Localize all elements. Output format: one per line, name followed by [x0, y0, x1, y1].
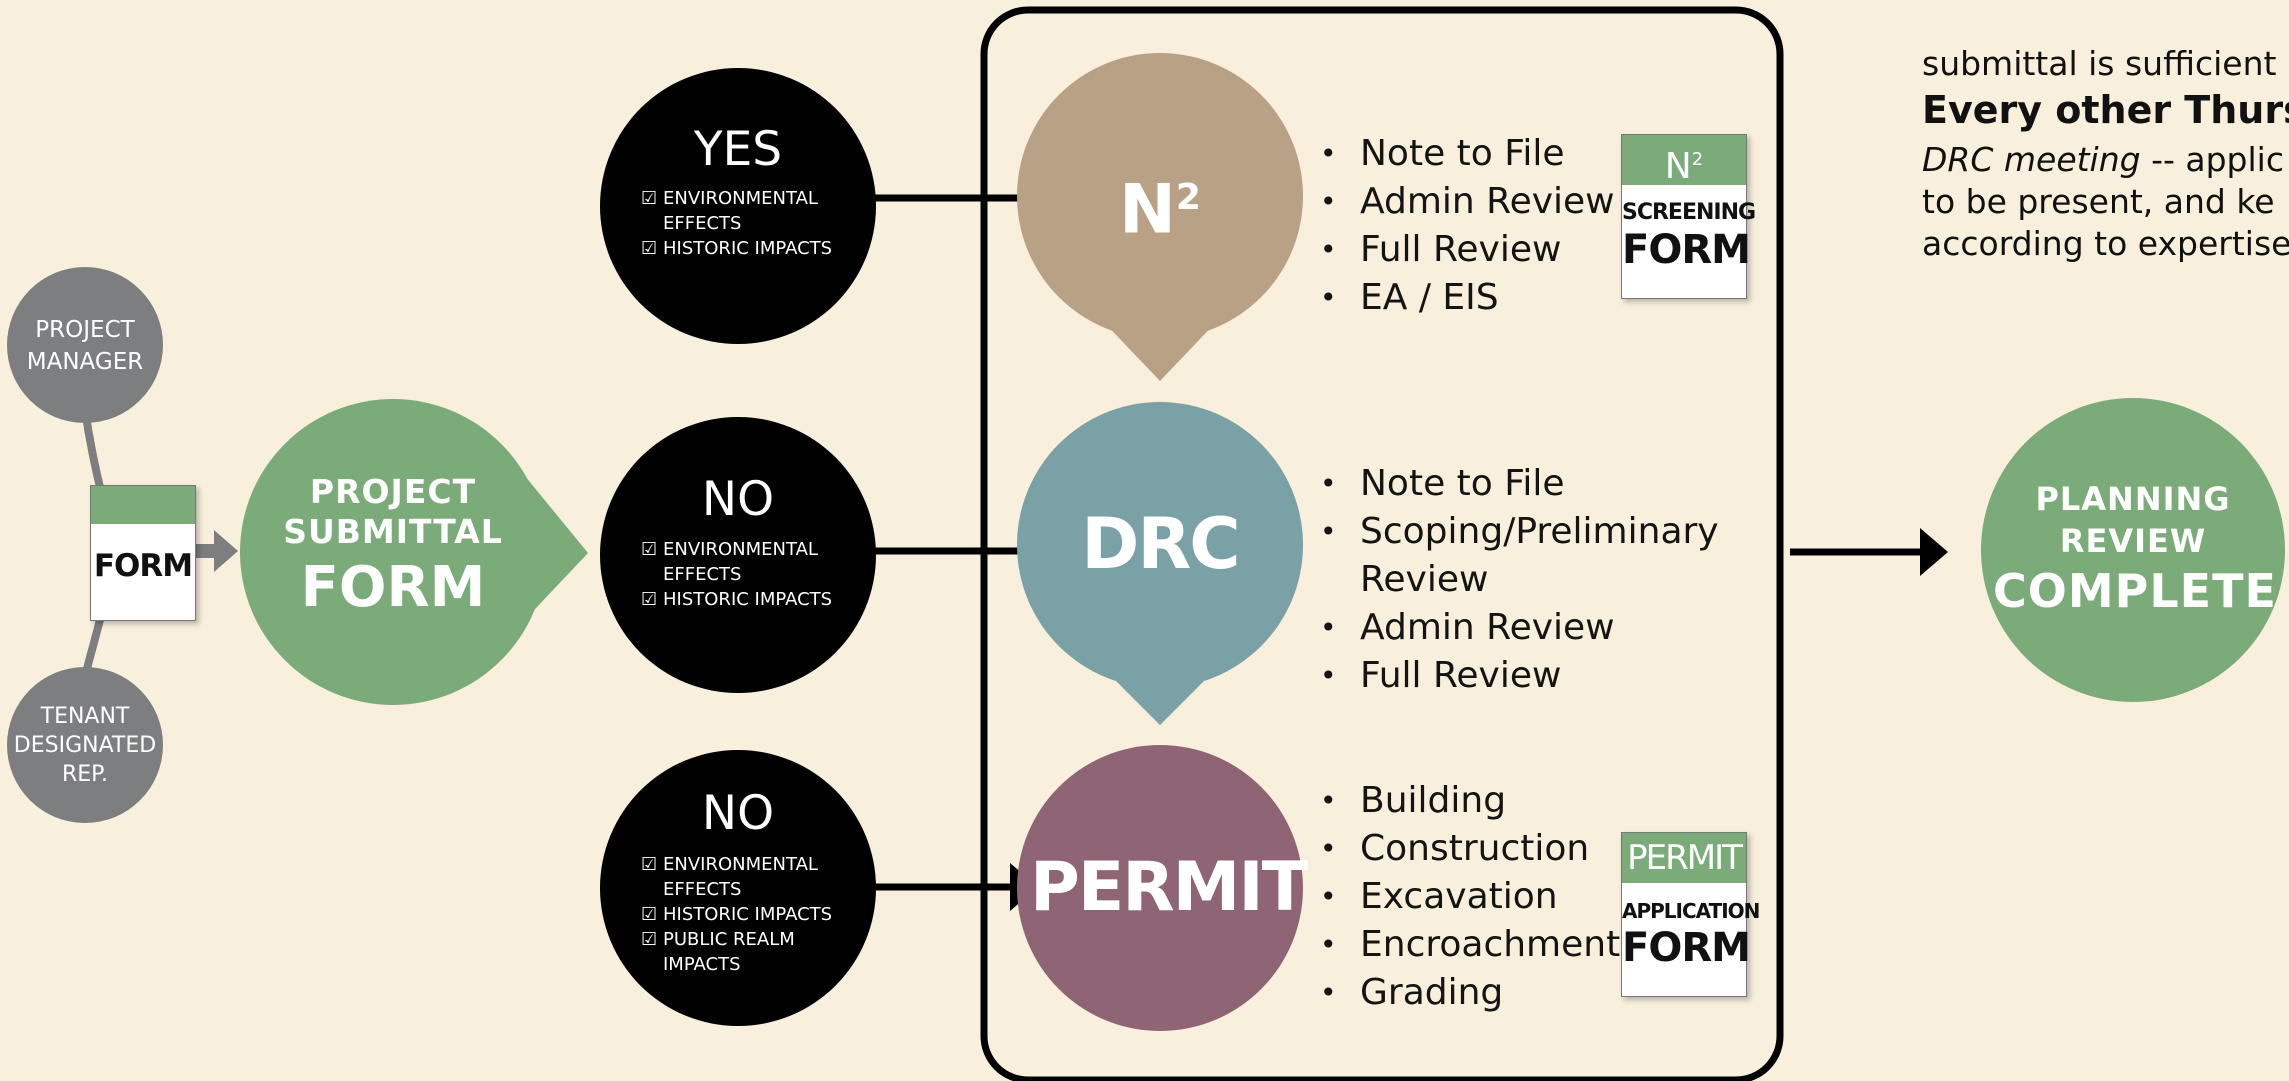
checklist-item: ☑ENVIRONMENTAL EFFECTS: [641, 539, 818, 585]
drc-label: DRC: [1081, 503, 1240, 585]
notes-line-1: DRC meeting -- applic: [1922, 140, 2284, 179]
small-form-card: FORM: [90, 485, 196, 621]
checkbox-icon: ☑: [641, 589, 658, 610]
complete-circle: [1981, 398, 2285, 702]
drc-options-list: Note to File Scoping/Preliminary Review …: [1320, 460, 1740, 700]
permit-label: PERMIT: [1030, 848, 1308, 927]
notes-top-line: submittal is sufficient: [1922, 44, 2277, 83]
process-box: [980, 6, 1784, 1081]
project-manager-label: PROJECT MANAGER: [26, 317, 144, 375]
notes-line-1-rest: -- applic: [2140, 140, 2284, 179]
n2-bubble: [1017, 53, 1303, 339]
checkbox-icon: ☑: [641, 539, 658, 560]
list-item: EA / EIS: [1320, 274, 1615, 322]
checklist-item: ☑ENVIRONMENTAL EFFECTS: [641, 188, 818, 234]
list-item: Construction: [1320, 825, 1620, 873]
list-item: Scoping/Preliminary Review: [1320, 508, 1740, 604]
checkbox-icon: ☑: [641, 854, 658, 875]
submittal-label: PROJECT SUBMITTAL FORM: [258, 472, 528, 624]
list-item: Admin Review: [1320, 178, 1615, 226]
arrow-to-complete-head: [1920, 528, 1948, 576]
submittal-line-2: SUBMITTAL: [283, 512, 503, 551]
checklist-item: ☑HISTORIC IMPACTS: [641, 904, 833, 925]
condition-title-2: NO: [701, 472, 775, 527]
n2-options-list: Note to File Admin Review Full Review EA…: [1320, 130, 1615, 322]
condition-checklist-3: ☑ENVIRONMENTAL EFFECTS ☑HISTORIC IMPACTS…: [641, 852, 832, 977]
checklist-item: ☑PUBLIC REALM IMPACTS: [641, 929, 795, 975]
list-item: Building: [1320, 777, 1620, 825]
condition-circle-3: [600, 750, 876, 1026]
list-item: Note to File: [1320, 130, 1615, 178]
checklist-item: ☑ENVIRONMENTAL EFFECTS: [641, 854, 818, 900]
screening-form-band: N2: [1622, 135, 1746, 187]
notes-line-2: to be present, and ke: [1922, 182, 2275, 221]
condition-title-1: YES: [693, 122, 783, 177]
small-form-band: [91, 486, 195, 524]
submittal-line-1: PROJECT: [309, 472, 477, 511]
list-item: Excavation: [1320, 873, 1620, 921]
screening-form-card: N2 SCREENING FORM: [1621, 134, 1756, 299]
complete-line-3: COMPLETE: [1993, 564, 2277, 618]
small-form-label: FORM: [93, 548, 193, 584]
permit-form-band: PERMIT: [1622, 833, 1746, 883]
list-item: Full Review: [1320, 226, 1615, 274]
permit-form-sub: APPLICATION: [1622, 899, 1760, 923]
drc-bubble: [1017, 402, 1303, 688]
checkbox-icon: ☑: [641, 238, 658, 259]
notes-line-1-em: DRC meeting: [1922, 140, 2141, 179]
submittal-bubble: [240, 399, 546, 705]
complete-label: PLANNING REVIEW COMPLETE: [1993, 478, 2277, 620]
gray-arrow-shaft: [196, 544, 218, 558]
list-item: Admin Review: [1320, 604, 1740, 652]
condition-checklist-1: ☑ENVIRONMENTAL EFFECTS ☑HISTORIC IMPACTS: [641, 186, 832, 261]
complete-line-1: PLANNING: [2035, 480, 2231, 518]
n2-label-sup: 2: [1175, 177, 1201, 218]
list-item: Full Review: [1320, 652, 1740, 700]
list-item: Encroachment: [1320, 921, 1620, 969]
checkbox-icon: ☑: [641, 904, 658, 925]
n2-bubble-pointer: [1100, 318, 1220, 381]
complete-line-2: REVIEW: [2059, 522, 2207, 560]
condition-title-3: NO: [701, 786, 775, 841]
n2-label-main: N: [1119, 170, 1176, 250]
checkbox-icon: ☑: [641, 929, 658, 950]
project-manager-circle: [7, 267, 163, 423]
list-item: Grading: [1320, 969, 1620, 1017]
condition-checklist-2: ☑ENVIRONMENTAL EFFECTS ☑HISTORIC IMPACTS: [641, 537, 832, 612]
tenant-rep-circle: [7, 667, 163, 823]
condition-circle-2: [600, 417, 876, 693]
n2-label: N2: [1060, 158, 1260, 251]
condition-circle-1: [600, 68, 876, 344]
tenant-rep-label: TENANT DESIGNATED REP.: [13, 704, 157, 787]
drc-bubble-pointer: [1100, 665, 1220, 725]
checklist-item: ☑HISTORIC IMPACTS: [641, 238, 833, 259]
checkbox-icon: ☑: [641, 188, 658, 209]
notes-heading: Every other Thursd: [1922, 88, 2289, 132]
screening-form-big: FORM: [1622, 227, 1751, 273]
permit-form-big: FORM: [1622, 925, 1751, 971]
permit-options-list: Building Construction Excavation Encroac…: [1320, 777, 1620, 1017]
notes-line-3: according to expertise: [1922, 224, 2289, 263]
permit-circle: [1017, 745, 1303, 1031]
checklist-item: ☑HISTORIC IMPACTS: [641, 589, 833, 610]
gray-arrow-head: [214, 530, 238, 572]
permit-form-card: PERMIT APPLICATION FORM: [1621, 832, 1760, 997]
submittal-line-3: FORM: [300, 555, 486, 620]
submittal-bubble-pointer: [520, 470, 588, 625]
screening-form-sub: SCREENING: [1622, 200, 1756, 225]
list-item: Note to File: [1320, 460, 1740, 508]
